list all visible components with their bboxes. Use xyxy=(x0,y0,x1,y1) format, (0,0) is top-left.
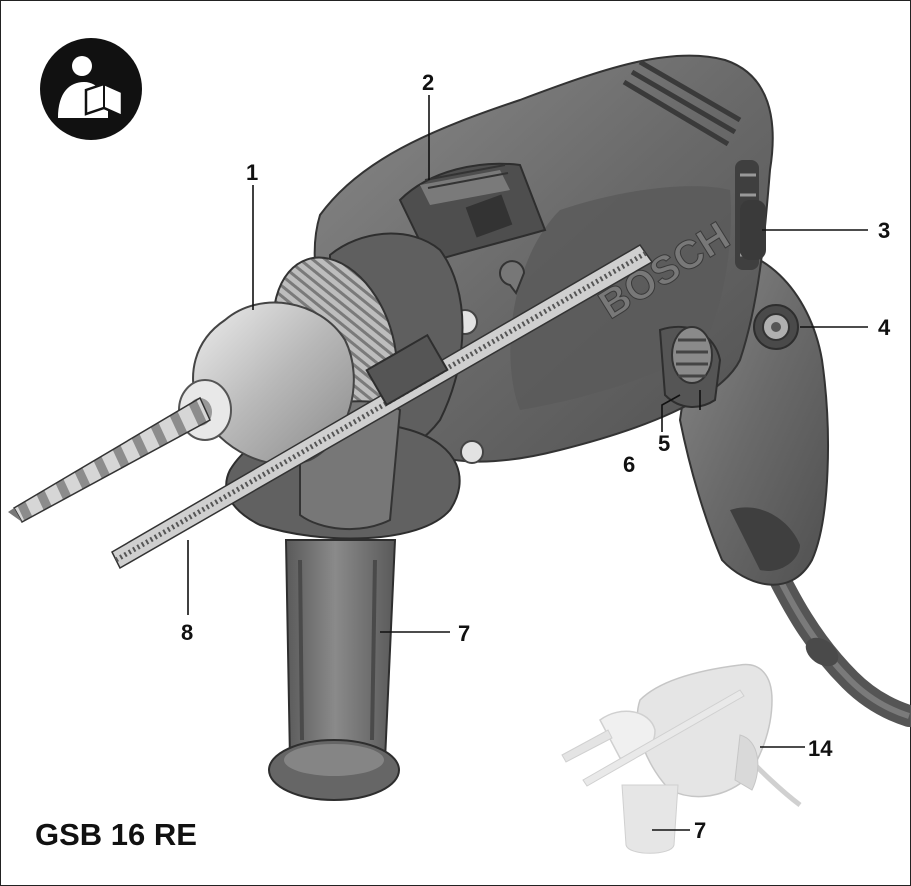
housing-screw-icon xyxy=(460,440,484,464)
callout-4: 4 xyxy=(878,315,891,340)
handle-heel xyxy=(730,507,800,571)
callout-2: 2 xyxy=(422,70,434,95)
lock-key-icon xyxy=(499,260,526,296)
drill-mode-selector[interactable] xyxy=(398,162,547,264)
model-label: GSB 16 RE xyxy=(35,817,197,852)
read-manual-icon xyxy=(40,38,142,140)
callout-14: 14 xyxy=(808,736,833,761)
callout-3: 3 xyxy=(878,218,890,243)
callout-8: 8 xyxy=(181,620,193,645)
auxiliary-handle[interactable] xyxy=(268,539,400,801)
callout-1: 1 xyxy=(246,160,258,185)
lock-on-button[interactable] xyxy=(753,304,799,350)
depth-stop[interactable] xyxy=(111,244,654,570)
callout-6: 6 xyxy=(623,452,635,477)
power-cord xyxy=(759,549,911,727)
power-cord-highlight xyxy=(767,558,910,719)
small-drill-view xyxy=(561,663,802,854)
callout-5: 5 xyxy=(658,431,670,456)
rotation-direction-switch[interactable] xyxy=(740,200,766,260)
cord-guard xyxy=(805,637,839,667)
callout-7: 7 xyxy=(458,621,470,646)
drill-bit xyxy=(8,396,211,524)
callout-7-small: 7 xyxy=(694,818,706,843)
callout-leaders xyxy=(187,95,868,831)
speed-preselection-wheel[interactable] xyxy=(671,326,713,384)
